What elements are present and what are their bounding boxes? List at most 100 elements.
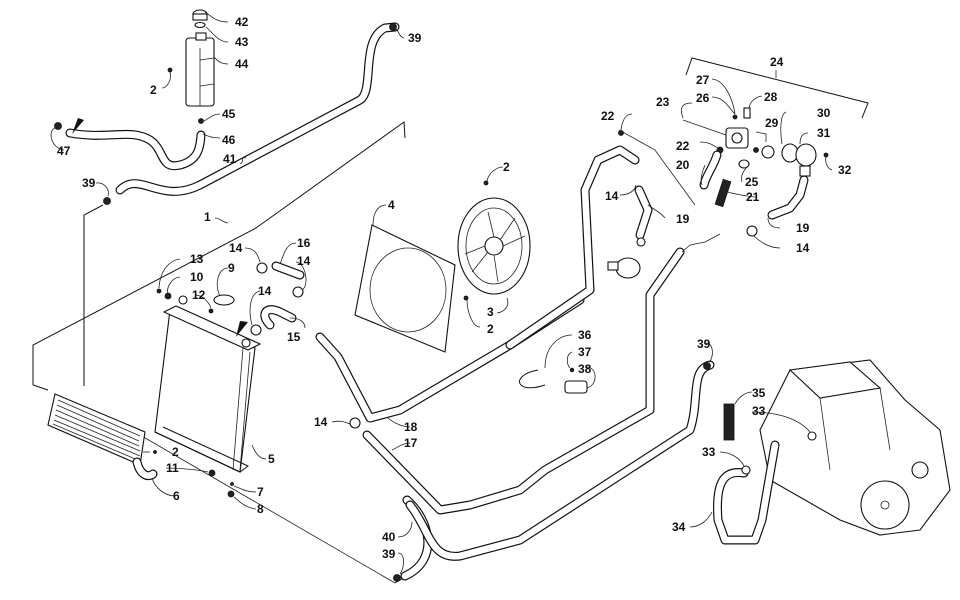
hose-18[interactable] [315,295,585,423]
callout-39[interactable]: 39 [697,337,711,351]
reservoir-cap[interactable] [192,9,208,21]
callout-8[interactable]: 8 [257,502,264,516]
callout-2[interactable]: 2 [487,322,494,336]
callout-32[interactable]: 32 [838,163,852,177]
callout-27[interactable]: 27 [696,73,710,87]
plug-icon [732,114,738,120]
hose-19-right[interactable] [767,175,809,220]
radiator[interactable] [154,295,262,473]
callout-19[interactable]: 19 [796,221,810,235]
hose-17[interactable] [362,247,685,515]
hose-19-left[interactable] [634,185,653,240]
coolant-reservoir[interactable] [185,32,215,107]
callout-5[interactable]: 5 [268,452,275,466]
o-ring-icon [738,159,750,169]
hose-16[interactable] [271,261,305,280]
hose-clamp-icon [807,431,817,441]
callout-17[interactable]: 17 [404,436,418,450]
callout-34[interactable]: 34 [672,520,686,534]
callout-33[interactable]: 33 [702,445,716,459]
callout-35[interactable]: 35 [752,386,766,400]
callout-26[interactable]: 26 [696,91,710,105]
cable-tie[interactable] [519,369,546,389]
callout-20[interactable]: 20 [676,158,690,172]
engine[interactable] [759,359,951,536]
callout-6[interactable]: 6 [173,489,180,503]
thermostat-housing[interactable] [725,127,749,149]
hose-upper-center[interactable] [505,145,640,350]
hose-clamp-icon [256,262,268,274]
callout-11[interactable]: 11 [166,461,179,475]
water-pump[interactable] [607,257,641,279]
callout-43[interactable]: 43 [235,35,249,49]
coolant-hose-41[interactable] [115,22,400,196]
assembly-bracket-24 [685,57,869,119]
hose-holder[interactable] [564,380,588,394]
callout-13[interactable]: 13 [190,252,204,266]
hose-clamp-icon [746,225,758,237]
spring-sleeve-35[interactable] [723,403,735,441]
callout-21[interactable]: 21 [746,190,760,204]
hose-clamp-icon [389,23,397,31]
callout-31[interactable]: 31 [817,126,831,140]
callout-38[interactable]: 38 [578,362,592,376]
callout-44[interactable]: 44 [235,57,249,71]
hose-39-long[interactable] [405,360,715,561]
callout-16[interactable]: 16 [297,236,311,250]
callout-47[interactable]: 47 [57,144,71,158]
callout-36[interactable]: 36 [578,328,592,342]
callout-45[interactable]: 45 [222,107,236,121]
callout-3[interactable]: 3 [487,305,494,319]
callout-18[interactable]: 18 [404,420,418,434]
callout-23[interactable]: 23 [656,95,670,109]
callout-41[interactable]: 41 [223,152,237,166]
callout-10[interactable]: 10 [190,270,204,284]
grommet-icon [164,292,172,300]
callout-40[interactable]: 40 [382,530,396,544]
callout-30[interactable]: 30 [817,106,831,120]
reservoir-gasket[interactable] [194,21,206,29]
callout-4[interactable]: 4 [388,198,395,212]
hose-15[interactable] [260,305,297,330]
callout-24[interactable]: 24 [770,55,784,69]
callout-2[interactable]: 2 [172,445,179,459]
oil-cooler[interactable] [47,393,158,481]
callout-14[interactable]: 14 [796,241,810,255]
callout-14[interactable]: 14 [258,284,272,298]
callout-9[interactable]: 9 [228,261,235,275]
engine-hose[interactable] [712,440,780,545]
callout-2[interactable]: 2 [150,83,157,97]
callout-37[interactable]: 37 [578,345,592,359]
fan-shroud[interactable] [354,224,456,353]
overflow-hose[interactable] [65,128,206,171]
hose-20[interactable] [699,150,722,190]
callout-39[interactable]: 39 [382,547,396,561]
callout-22[interactable]: 22 [676,139,690,153]
callout-2[interactable]: 2 [503,160,510,174]
callout-39[interactable]: 39 [82,176,96,190]
callout-42[interactable]: 42 [235,15,249,29]
hose-clamp-icon [741,465,751,475]
callout-15[interactable]: 15 [287,330,301,344]
callout-39[interactable]: 39 [408,31,422,45]
thermostat-cover[interactable] [795,143,817,177]
callout-1[interactable]: 1 [204,210,211,224]
callout-28[interactable]: 28 [764,90,778,104]
spring-sleeve-21[interactable] [714,178,732,208]
callout-7[interactable]: 7 [257,485,264,499]
callout-46[interactable]: 46 [222,133,236,147]
callout-25[interactable]: 25 [745,175,759,189]
grommet-icon [208,469,216,477]
callout-14[interactable]: 14 [297,254,311,268]
screw-icon [569,367,575,373]
callout-19[interactable]: 19 [676,212,690,226]
callout-29[interactable]: 29 [765,116,779,130]
callout-14[interactable]: 14 [229,241,243,255]
callout-12[interactable]: 12 [192,288,206,302]
callout-22[interactable]: 22 [601,109,615,123]
leader-line [618,129,696,206]
callout-14[interactable]: 14 [605,189,619,203]
callout-33[interactable]: 33 [752,404,766,418]
cooling-fan[interactable] [457,197,531,295]
callout-14[interactable]: 14 [314,415,328,429]
